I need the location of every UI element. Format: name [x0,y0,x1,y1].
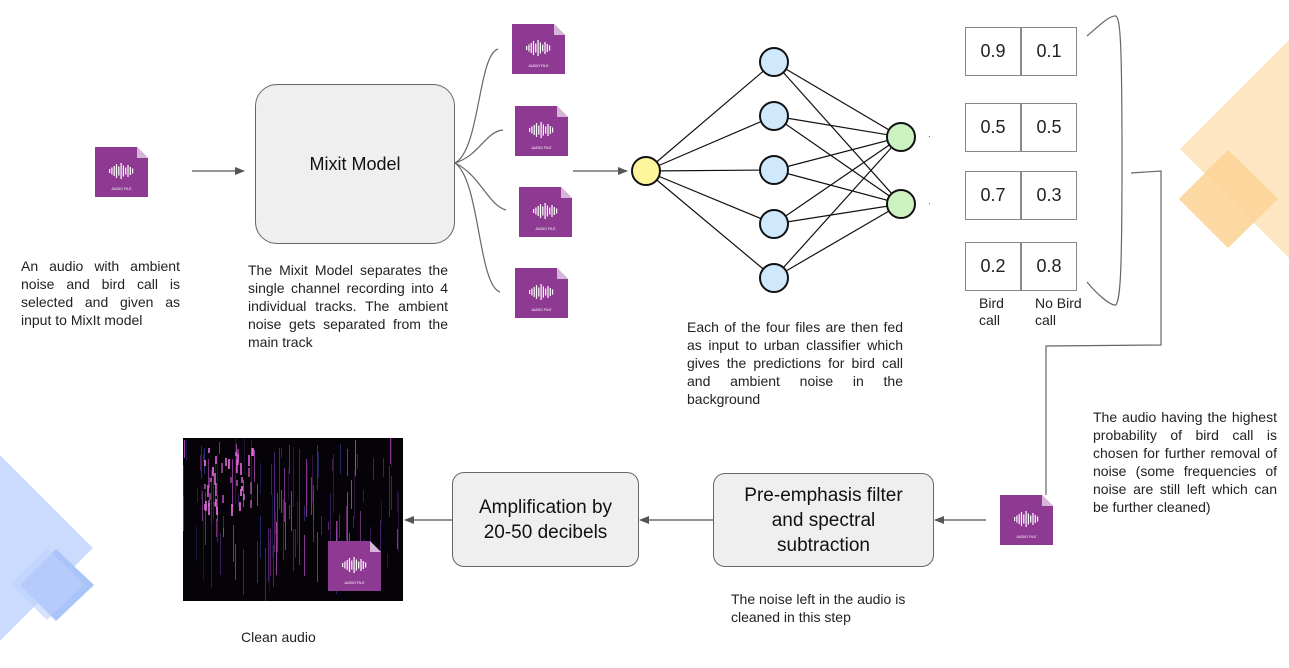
track-2-audio-file-icon: AUDIO FILE [515,106,568,156]
selected-audio-file-icon: AUDIO FILE [1000,495,1053,545]
svg-text:AUDIO FILE: AUDIO FILE [532,146,553,150]
hidden-node [759,263,789,293]
svg-text:AUDIO FILE: AUDIO FILE [529,64,550,68]
no-bird-prob-cell: 0.8 [1021,242,1077,291]
svg-text:AUDIO FILE: AUDIO FILE [345,581,366,585]
input-audio-description: An audio with ambient noise and bird cal… [21,258,180,328]
no-bird-prob-cell: 0.1 [1021,27,1077,76]
no-bird-call-column-label: No Bird call [1035,295,1082,328]
bird-prob-cell: 0.5 [965,103,1021,152]
svg-text:·: · [928,131,931,141]
bird-call-column-label: Bird call [979,295,1004,328]
hidden-node [759,47,789,77]
no-bird-prob-cell: 0.3 [1021,171,1077,220]
bird-prob-cell: 0.9 [965,27,1021,76]
preemphasis-box: Pre-emphasis filter and spectral subtrac… [713,473,934,567]
noise-step-description: The noise left in the audio is cleaned i… [731,591,906,625]
preemphasis-label: Pre-emphasis filter and spectral subtrac… [744,484,903,556]
hidden-node [759,101,789,131]
input-audio-file-icon: AUDIO FILE [95,147,148,197]
mixit-description: The Mixit Model separates the single cha… [248,262,448,350]
svg-text:AUDIO FILE: AUDIO FILE [1017,535,1038,539]
bird-prob-cell: 0.7 [965,171,1021,220]
hidden-node [759,209,789,239]
clean-audio-file-icon: AUDIO FILE [328,541,381,591]
track-1-audio-file-icon: AUDIO FILE [512,24,565,74]
svg-text:AUDIO FILE: AUDIO FILE [532,308,553,312]
svg-text:·: · [928,198,931,208]
svg-text:AUDIO FILE: AUDIO FILE [112,187,133,191]
classifier-description: Each of the four files are then fed as i… [687,319,903,407]
svg-text:AUDIO FILE: AUDIO FILE [536,227,557,231]
amplification-box: Amplification by 20-50 decibels [452,472,639,567]
network-edges [645,61,902,279]
mixit-model-label: Mixit Model [309,153,401,174]
hidden-node [759,155,789,185]
bird-prob-cell: 0.2 [965,242,1021,291]
mixit-model-box: Mixit Model [255,84,455,244]
track-3-audio-file-icon: AUDIO FILE [519,187,572,237]
clean-audio-caption: Clean audio [241,629,316,645]
neural-network: · · [631,47,931,293]
no-bird-prob-cell: 0.5 [1021,103,1077,152]
amplification-label: Amplification by 20-50 decibels [478,496,613,543]
output-node [886,122,916,152]
track-4-audio-file-icon: AUDIO FILE [515,268,568,318]
selection-description: The audio having the highest probability… [1093,409,1277,515]
input-node [631,156,661,186]
output-node [886,189,916,219]
